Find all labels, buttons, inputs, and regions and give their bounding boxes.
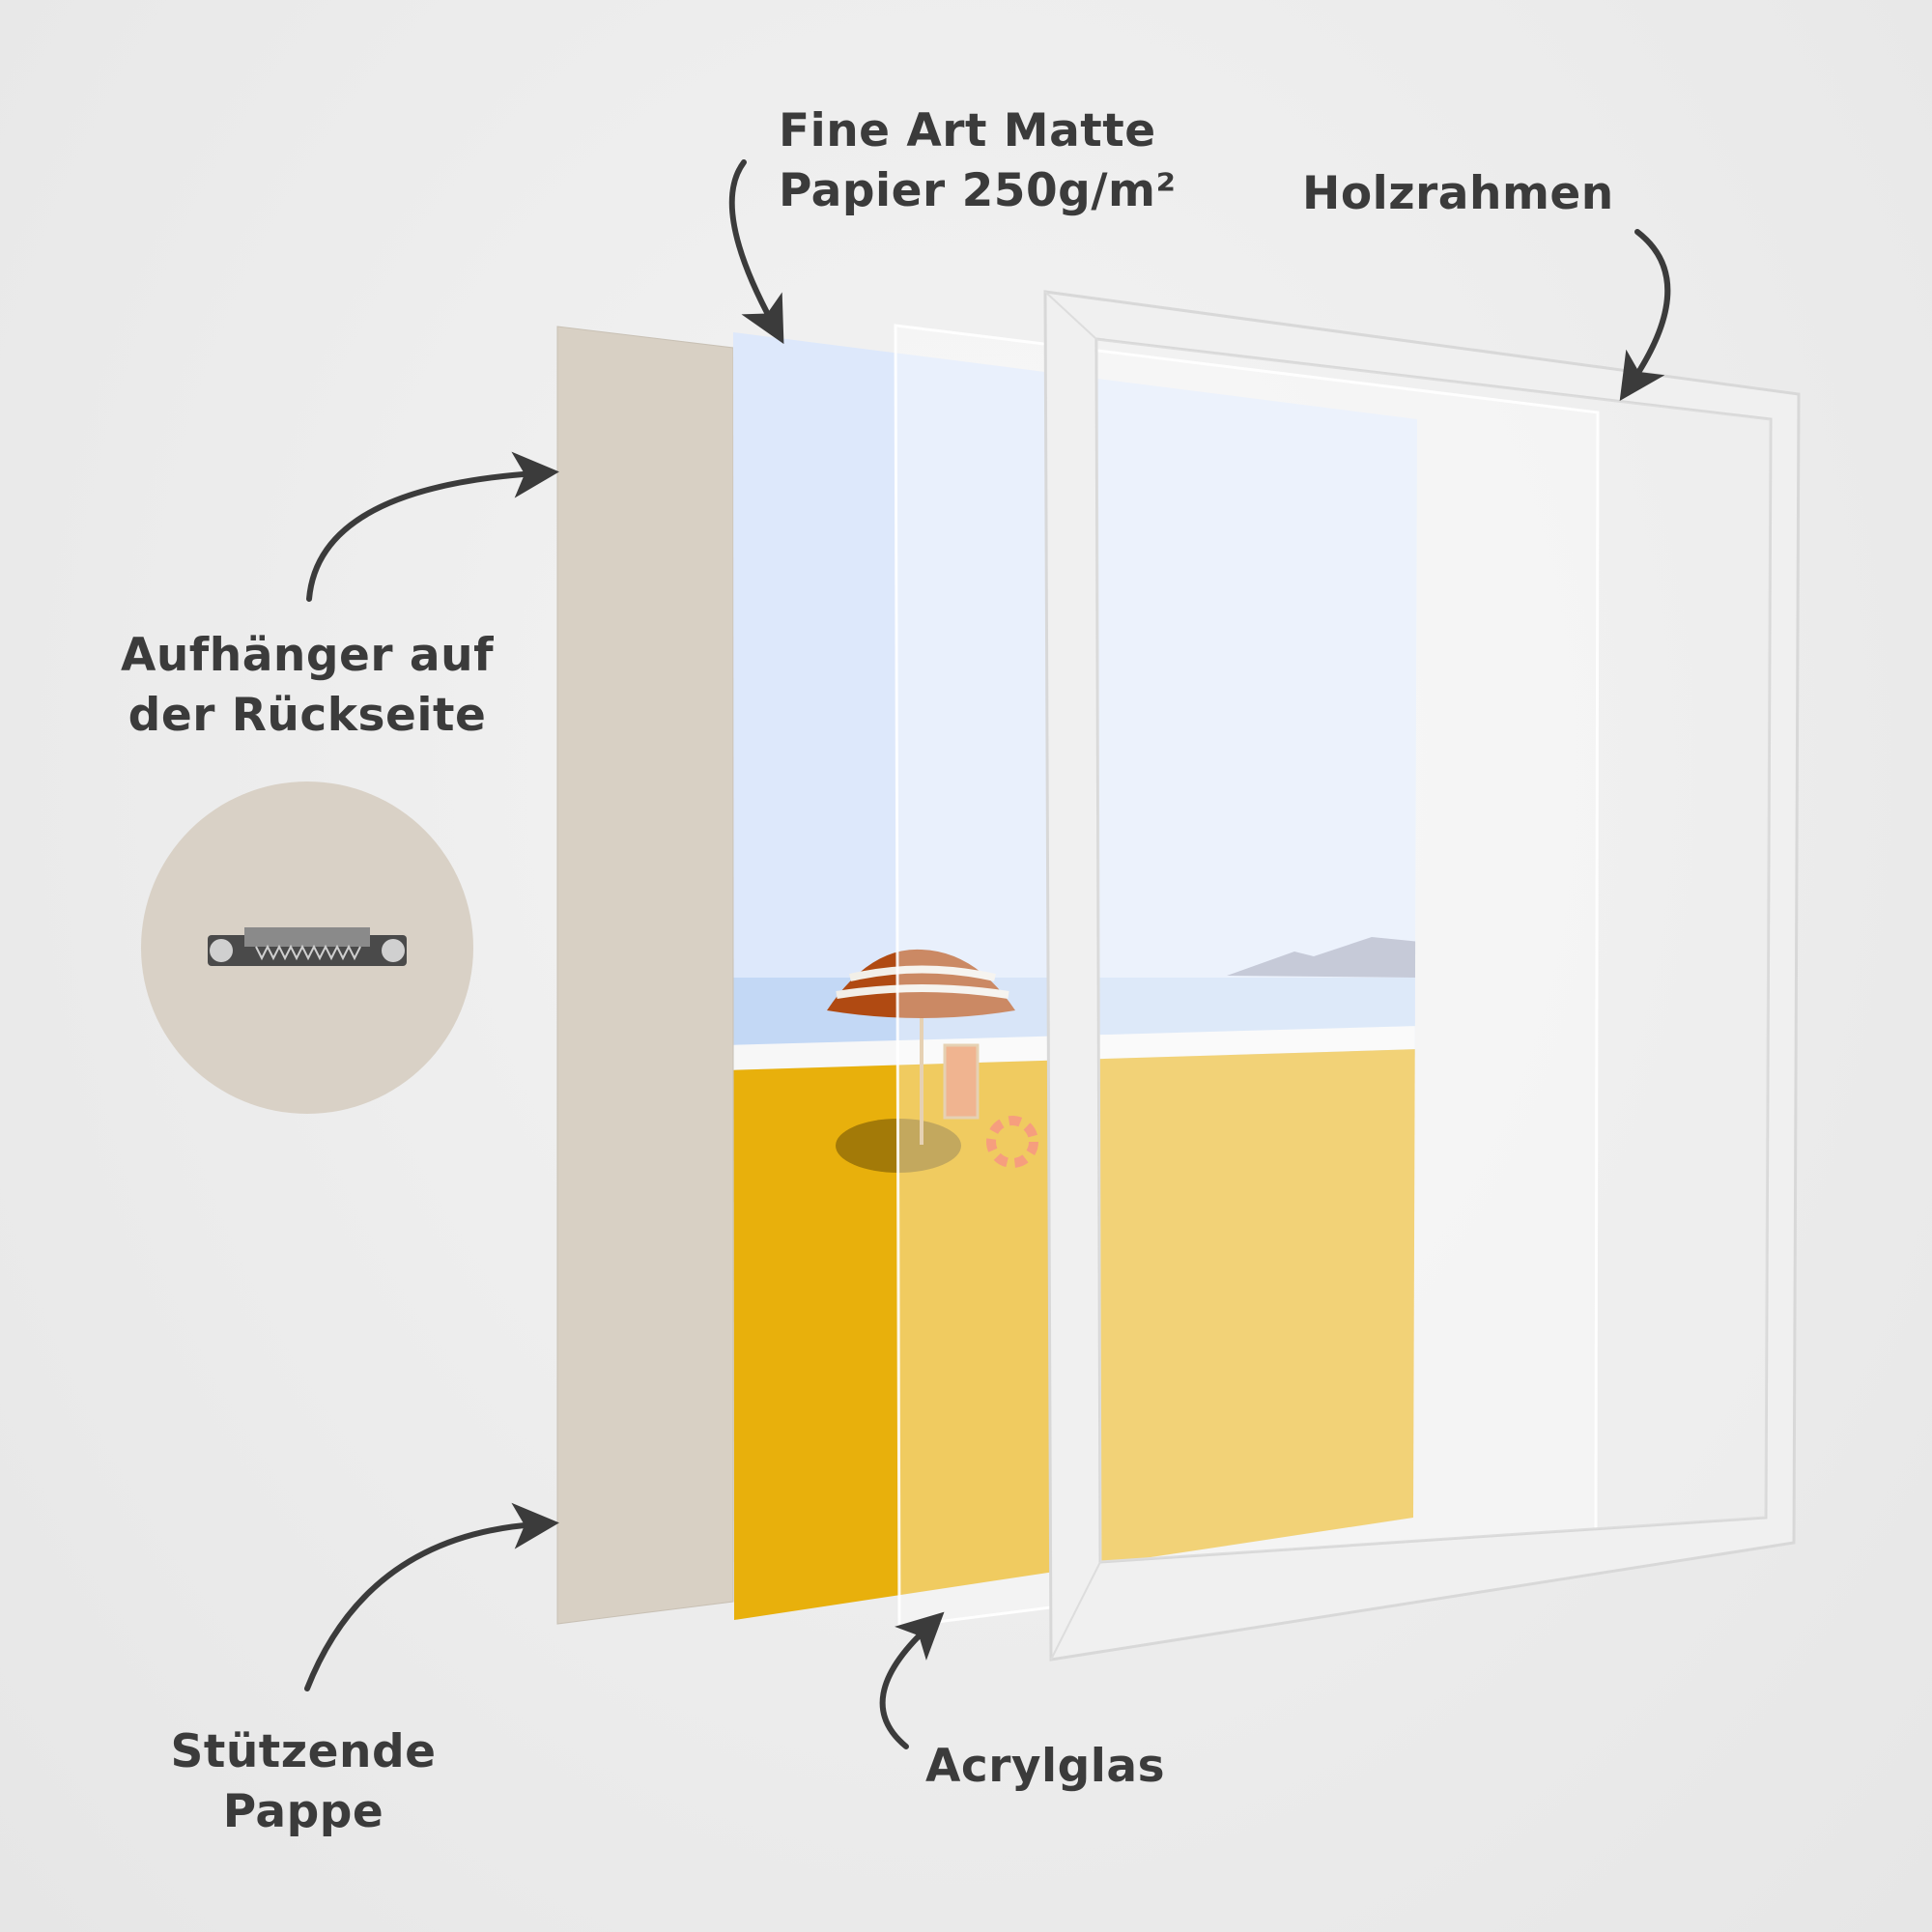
- label-line: Fine Art Matte: [779, 104, 1156, 157]
- label-line: Stützende: [170, 1725, 437, 1778]
- sawtooth-hanger-icon: [208, 927, 407, 966]
- arrow-curved-icon: [728, 159, 784, 345]
- deck-chair: [943, 1043, 980, 1120]
- label-fine-art-paper: Fine Art Matte Papier 250g/m²: [779, 101, 1177, 221]
- arrow-curved-icon: [1619, 229, 1671, 401]
- label-backing: Stützende Pappe: [171, 1722, 437, 1842]
- arrow-curved-icon: [304, 1502, 559, 1691]
- umbrella: [827, 949, 1015, 1018]
- mountains: [1227, 937, 1417, 978]
- label-line: der Rückseite: [128, 689, 487, 742]
- label-line: Papier 250g/m²: [779, 164, 1177, 217]
- label-line: Pappe: [222, 1785, 384, 1838]
- label-frame: Holzrahmen: [1302, 167, 1614, 220]
- label-acrylic: Acrylglas: [925, 1740, 1166, 1793]
- wooden-frame: [1043, 290, 1801, 1662]
- label-line: Aufhänger auf: [120, 629, 495, 682]
- backing-cardboard: [556, 326, 734, 1625]
- arrow-curved-icon: [306, 451, 559, 602]
- life-ring: [986, 1116, 1038, 1168]
- label-hanger: Aufhänger auf der Rückseite: [121, 626, 494, 746]
- arrow-curved-icon: [879, 1611, 945, 1749]
